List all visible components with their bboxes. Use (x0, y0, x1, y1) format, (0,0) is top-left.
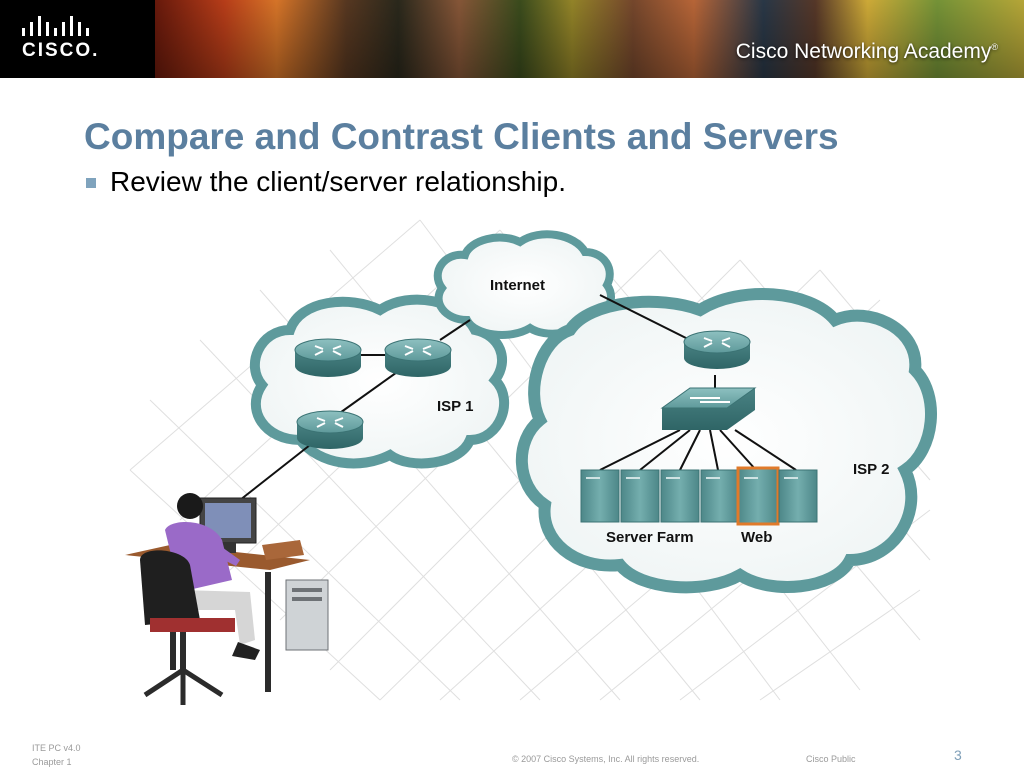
pc-tower-icon (285, 579, 329, 651)
isp2-label: ISP 2 (853, 461, 889, 478)
academy-text: Cisco Networking Academy (735, 40, 992, 63)
footer-copyright: © 2007 Cisco Systems, Inc. All rights re… (512, 754, 700, 764)
cisco-logo-icon (22, 16, 89, 36)
slide-title: Compare and Contrast Clients and Servers (84, 116, 839, 157)
banner-photo-strip (155, 0, 1024, 78)
bullet-item: Review the client/server relationship. (86, 166, 566, 198)
footer-course-info: ITE PC v4.0 Chapter 1 (32, 741, 81, 768)
footer-version: ITE PC v4.0 (32, 743, 81, 753)
server-farm-label: Server Farm (606, 529, 694, 546)
router-isp1-a-icon (294, 338, 362, 377)
bullet-square-icon (86, 178, 96, 188)
academy-registered-mark: ® (991, 42, 998, 52)
footer-chapter: Chapter 1 (32, 757, 72, 767)
page-number: 3 (954, 747, 962, 763)
networking-academy-title: Cisco Networking Academy® (736, 40, 998, 64)
internet-label: Internet (490, 277, 545, 294)
web-label: Web (741, 529, 772, 546)
office-chair-icon (140, 550, 235, 705)
cisco-logo-text: CISCO. (22, 40, 100, 61)
footer-classification: Cisco Public (806, 754, 856, 764)
header-banner: CISCO. Cisco Networking Academy® (0, 0, 1024, 78)
bullet-text: Review the client/server relationship. (110, 166, 566, 197)
router-isp1-b-icon (384, 338, 452, 377)
server-farm (580, 466, 818, 526)
isp1-label: ISP 1 (437, 398, 473, 415)
router-isp1-c-icon (296, 410, 364, 449)
switch-icon (660, 387, 757, 430)
router-isp2-icon (683, 330, 751, 369)
web-server-icon (736, 466, 780, 526)
